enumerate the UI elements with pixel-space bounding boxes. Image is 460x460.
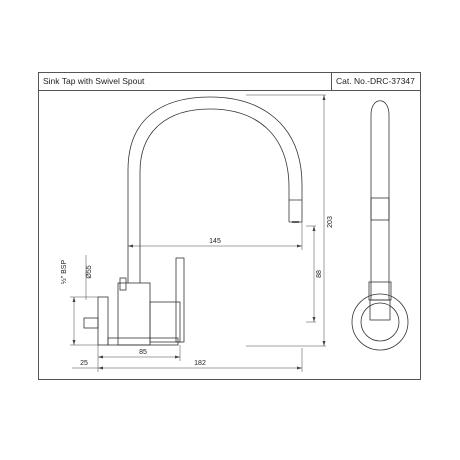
side-body [368,281,392,301]
spout-outlet [289,199,302,223]
catalog-number: Cat. No.-DRC-37347 [331,73,420,90]
side-flange-inner [360,302,400,342]
dim-thread: ½" BSP [60,260,68,285]
spout-inner-curve [139,108,290,283]
lever-handle [175,257,185,343]
side-spout [370,100,390,300]
dim-diameter: Ø55 [86,265,93,278]
side-stem [369,299,391,321]
side-flange-outer [351,293,409,351]
dim-182: 182 [194,360,206,367]
dim-88: 88 [316,270,323,278]
dim-203: 203 [327,216,334,228]
spout-outer-curve [127,96,303,283]
body-cap [149,301,181,343]
base-nut [107,337,179,346]
drawing-frame: Sink Tap with Swivel Spout Cat. No.-DRC-… [38,72,421,380]
title-block: Sink Tap with Swivel Spout Cat. No.-DRC-… [39,73,420,91]
wall-flange [97,296,109,346]
dim-25: 25 [80,360,88,367]
tap-body [117,282,151,346]
cartridge [119,277,127,291]
dim-145: 145 [209,238,221,245]
product-title: Sink Tap with Swivel Spout [43,76,145,86]
dim-85: 85 [139,349,147,356]
pipe-connector [83,317,99,329]
side-outlet [370,197,390,221]
